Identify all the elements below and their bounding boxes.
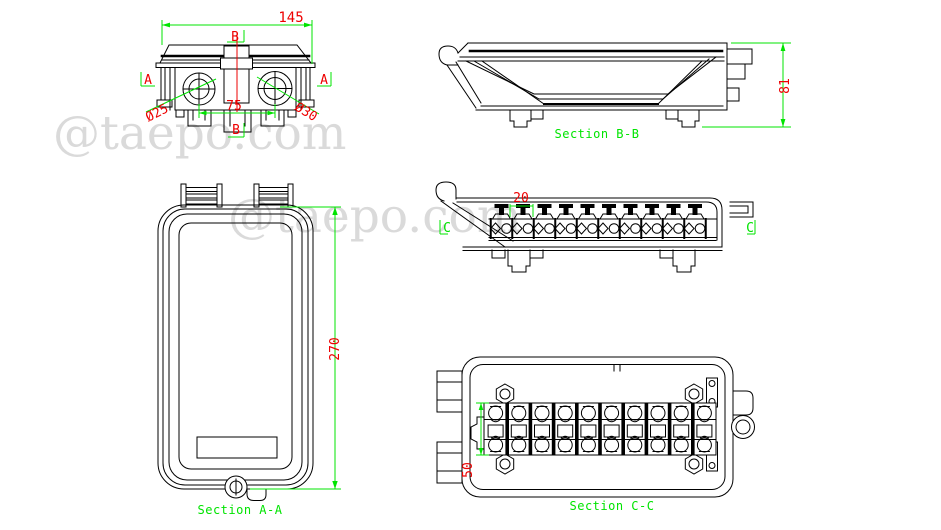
section-aa-dimensions (250, 206, 341, 490)
section-cc-terminal-strip (483, 383, 717, 475)
section-aa-outline (157, 183, 314, 501)
side-view: 20 C C (435, 181, 756, 273)
section-marker-c-left: C (443, 221, 451, 236)
dim-strip-height-50: 50 (461, 462, 476, 478)
section-bb-dimensions (702, 42, 791, 128)
dim-width-145: 145 (278, 10, 303, 26)
section-bb-outline (438, 42, 753, 128)
section-bb-label: Section B-B (555, 127, 640, 141)
section-marker-a-right: A (320, 73, 328, 88)
dim-height-81: 81 (778, 78, 793, 94)
section-cc-label: Section C-C (570, 499, 655, 513)
watermark-top-left: @taepo.com (53, 106, 346, 161)
section-aa-label: Section A-A (198, 503, 283, 517)
section-cc-outline (436, 356, 755, 498)
dim-hole-spacing-75: 75 (226, 99, 242, 114)
front-view-dimensions (140, 20, 332, 138)
section-aa-view: 270 Section A-A (157, 183, 343, 517)
dim-height-270: 270 (328, 337, 343, 360)
side-view-dimensions (439, 204, 756, 235)
section-marker-b-bottom: B (232, 123, 240, 138)
side-view-outline (435, 181, 754, 273)
section-marker-c-right: C (746, 221, 754, 236)
section-cc-view: 50 Section C-C (436, 356, 755, 513)
dim-pitch-20: 20 (513, 191, 529, 206)
section-cc-dimensions (476, 402, 489, 456)
section-marker-b-top: B (231, 30, 239, 45)
section-bb-view: 81 Section B-B (438, 42, 793, 141)
section-marker-a-left: A (144, 73, 152, 88)
watermark-center: @taepo.com (228, 189, 521, 244)
